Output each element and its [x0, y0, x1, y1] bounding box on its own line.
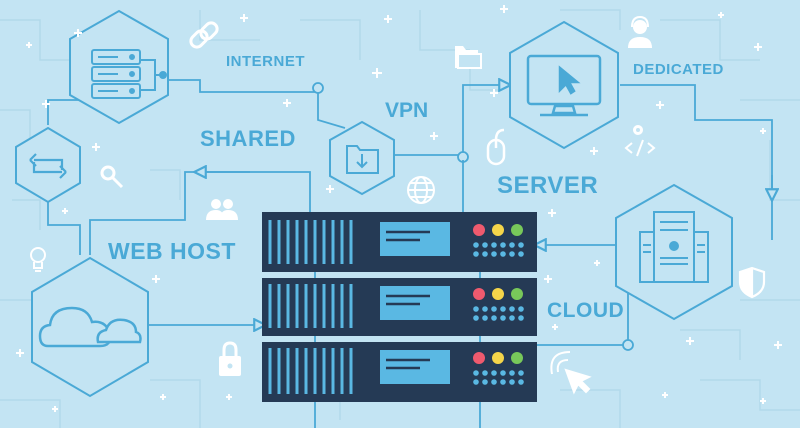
line-shared	[89, 171, 311, 255]
lightbulb-icon	[30, 247, 46, 272]
line-monitor-tower	[620, 84, 773, 240]
server-unit-2	[268, 284, 524, 328]
gear-icon	[633, 125, 643, 135]
label-shared: SHARED	[200, 126, 296, 151]
label-web-host: WEB HOST	[108, 238, 236, 264]
line-vpn-monitor	[390, 85, 505, 156]
label-dedicated: DEDICATED	[633, 61, 724, 78]
node-internet	[312, 82, 324, 94]
plus-decorations	[16, 5, 782, 412]
label-server: SERVER	[497, 172, 599, 199]
main-server	[262, 212, 537, 402]
label-cloud: CLOUD	[547, 299, 625, 322]
label-vpn: VPN	[385, 99, 429, 122]
server-unit-1	[262, 212, 537, 272]
label-internet: INTERNET	[226, 53, 305, 70]
chain-link-icon	[189, 21, 219, 49]
globe-icon	[407, 176, 435, 204]
hex-sync	[15, 126, 81, 204]
node-cloud	[622, 339, 634, 351]
search-icon	[100, 165, 124, 189]
cloud-icon	[38, 306, 142, 348]
shield-icon	[738, 266, 766, 299]
line-sync-cloud	[47, 190, 81, 255]
lock-icon	[219, 341, 241, 376]
folder-icon	[455, 46, 482, 69]
support-agent-icon	[628, 15, 652, 48]
server-tower-icon	[639, 211, 709, 283]
line-rack-internet	[160, 79, 346, 129]
server-rack-icon	[91, 49, 167, 99]
server-unit-3	[268, 348, 524, 394]
connection-lines	[47, 79, 773, 428]
mouse-icon	[486, 128, 506, 166]
download-folder-icon	[346, 145, 379, 174]
sync-arrows-icon	[29, 153, 67, 179]
code-icon	[624, 139, 656, 157]
click-pointer-icon	[550, 351, 592, 395]
line-sync-rack	[47, 99, 80, 125]
circuit-texture	[0, 9, 800, 428]
monitor-cursor-icon	[526, 54, 602, 117]
users-icon	[206, 199, 238, 220]
hex-tower	[615, 183, 733, 321]
